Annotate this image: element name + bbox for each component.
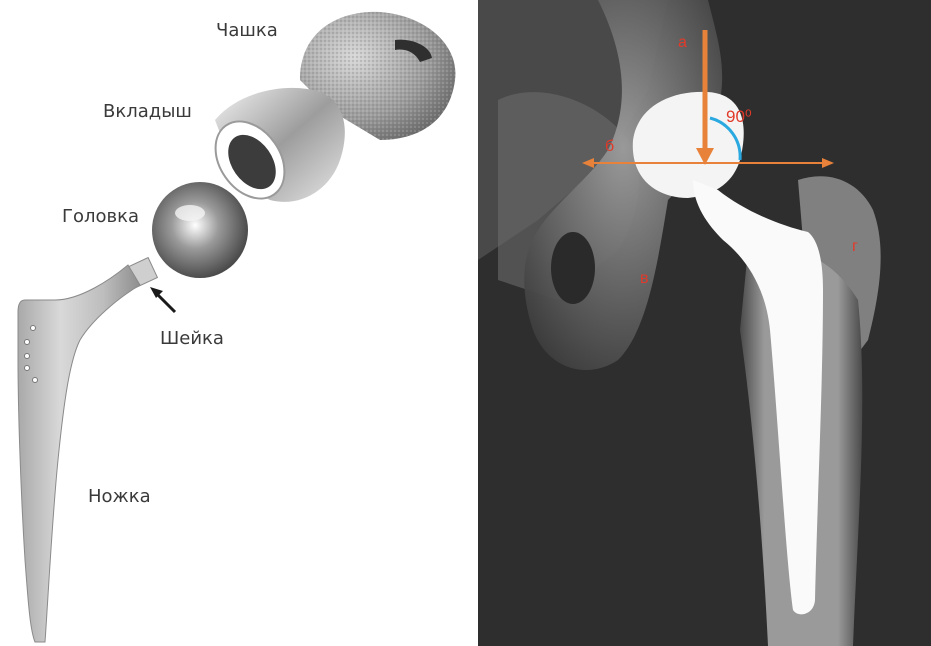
stem-component xyxy=(18,265,140,642)
head-component xyxy=(152,182,248,278)
implant-components-panel: Чашка Вкладыш Головка Шейка Ножка xyxy=(0,0,470,646)
label-b: б xyxy=(605,138,614,156)
label-a: а xyxy=(678,34,687,52)
label-neck: Шейка xyxy=(160,328,224,349)
label-g: г xyxy=(852,238,858,256)
label-liner: Вкладыш xyxy=(103,101,192,122)
label-v: в xyxy=(640,270,649,288)
label-cup: Чашка xyxy=(216,20,278,41)
implant-illustration xyxy=(0,0,470,646)
label-stem: Ножка xyxy=(88,486,151,507)
xray-image xyxy=(478,0,931,646)
label-angle: 90⁰ xyxy=(726,107,752,127)
xray-panel: а б 90⁰ в г xyxy=(478,0,931,646)
label-head: Головка xyxy=(62,206,139,227)
neck-pointer-arrow xyxy=(150,287,175,312)
